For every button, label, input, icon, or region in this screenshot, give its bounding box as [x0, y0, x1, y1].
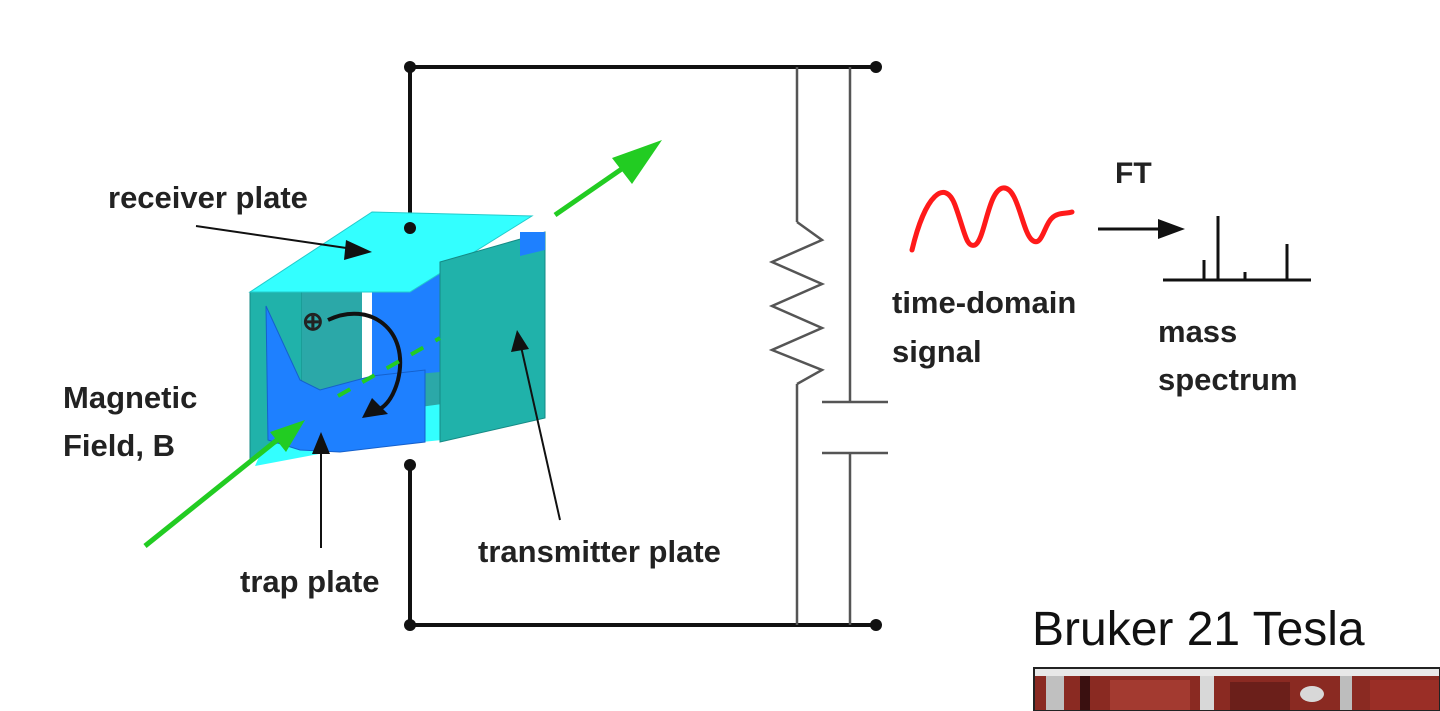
node-top-left: [404, 61, 416, 73]
ion-orbit: ⊕: [302, 306, 403, 418]
trap-plate-label: trap plate: [240, 564, 380, 599]
node-bottom-right: [870, 619, 882, 631]
receiver-plate: [248, 211, 534, 293]
capacitor-branch: [822, 67, 888, 625]
cavity-gap: [362, 282, 372, 380]
ft-label: FT: [1115, 157, 1152, 190]
mass-spectrum-plot: [1163, 216, 1311, 282]
transmitter-plate: [439, 231, 546, 443]
ft-arrowhead: [1158, 219, 1185, 239]
time-domain-label-line2: signal: [892, 334, 982, 369]
transmitter-pointer-head: [511, 330, 529, 352]
wire-nodes: [404, 61, 882, 631]
ion-symbol: ⊕: [302, 306, 324, 336]
magnet-photo: [1033, 667, 1440, 711]
bruker-title: Bruker 21 Tesla: [1032, 603, 1365, 656]
transmitter-plate-label: transmitter plate: [478, 534, 721, 569]
trap-pointer-head: [312, 432, 330, 454]
receiver-plate-label: receiver plate: [108, 180, 308, 215]
mass-spectrum-label-line2: spectrum: [1158, 362, 1298, 397]
mass-spectrum-label-line1: mass: [1158, 314, 1237, 349]
receiver-pointer-head: [344, 240, 372, 260]
time-domain-label-line1: time-domain: [892, 285, 1076, 320]
magnetic-field-arrow: [143, 163, 628, 548]
field-arrow-dashed: [337, 336, 441, 398]
field-arrow-upper: [553, 163, 628, 218]
magnetic-label-line2: Field, B: [63, 428, 175, 463]
node-top-right: [870, 61, 882, 73]
bottom-node: [404, 459, 416, 471]
field-arrow-lower: [143, 434, 284, 548]
transmitter-pointer: [519, 341, 561, 521]
resistor-zigzag: [768, 220, 826, 386]
field-arrowhead-upper: [612, 140, 662, 184]
time-domain-signal: [909, 185, 1075, 253]
field-arrowhead-lower: [270, 420, 305, 452]
magnetic-label-line1: Magnetic: [63, 380, 197, 415]
orbit-arrow: [327, 311, 403, 414]
node-bottom-left: [404, 619, 416, 631]
pointer-arrows: [195, 225, 561, 548]
orbit-arrowhead: [362, 398, 388, 418]
transmitter-edge: [520, 232, 545, 256]
receiver-node: [404, 222, 416, 234]
resistor-branch: [768, 67, 826, 625]
receiver-pointer: [195, 225, 361, 251]
